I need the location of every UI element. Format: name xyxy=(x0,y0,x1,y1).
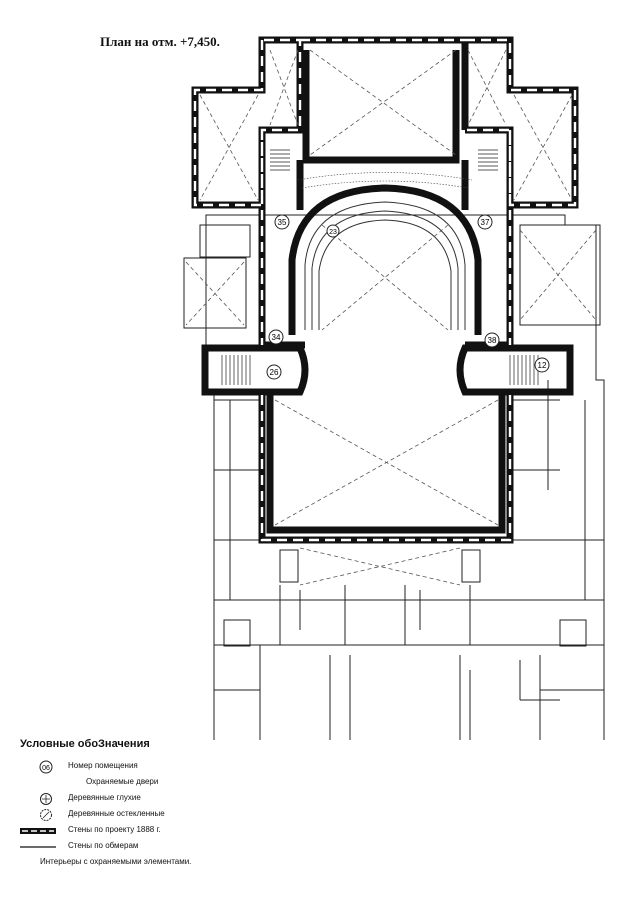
historic-walls-horseshoe xyxy=(288,184,482,335)
annex-walls xyxy=(214,585,604,740)
legend-row-wooden-glazed: Деревянные остекленные xyxy=(20,806,380,822)
legend-row-interiors: Интерьеры с охраняемыми элементами. xyxy=(20,854,380,870)
legend-label: Деревянные остекленные xyxy=(68,809,165,818)
stair-lower-left xyxy=(223,619,251,647)
stair-right xyxy=(461,549,481,583)
room-number-icon: 06 xyxy=(39,760,53,774)
legend: Условные обоЗначения 06 Номер помещения … xyxy=(20,738,380,870)
historic-walls-upper xyxy=(191,36,579,209)
historic-walls-hall xyxy=(258,395,514,544)
room-marker: 12 xyxy=(534,357,550,373)
side-wings xyxy=(214,380,604,600)
thin-wall-icon xyxy=(20,846,56,848)
west-block xyxy=(183,257,247,329)
legend-title: Условные обоЗначения xyxy=(20,738,150,750)
legend-row-protected-doors: Охраняемые двери xyxy=(20,774,380,790)
room-marker: 38 xyxy=(484,332,500,348)
legend-row-room-number: 06 Номер помещения xyxy=(20,758,380,774)
svg-text:34: 34 xyxy=(272,333,281,342)
door-glazed-icon xyxy=(40,809,52,821)
svg-text:26: 26 xyxy=(270,368,279,377)
door-solid-icon xyxy=(40,793,52,805)
historic-walls-stairs xyxy=(201,344,574,396)
legend-label: Стены по проекту 1888 г. xyxy=(68,825,161,834)
legend-label: Стены по обмерам xyxy=(68,841,139,850)
svg-text:37: 37 xyxy=(481,218,490,227)
svg-text:12: 12 xyxy=(538,361,547,370)
legend-label: Интерьеры с охраняемыми элементами. xyxy=(40,857,192,866)
legend-label: Деревянные глухие xyxy=(68,793,141,802)
plan-title: План на отм. +7,450. xyxy=(100,34,220,49)
legend-label: Номер помещения xyxy=(68,761,138,770)
svg-text:38: 38 xyxy=(488,336,497,345)
legend-row-wooden-solid: Деревянные глухие xyxy=(20,790,380,806)
svg-text:06: 06 xyxy=(42,765,50,772)
legend-row-walls-survey: Стены по обмерам xyxy=(20,838,380,854)
west-upper-block xyxy=(199,224,251,258)
legend-label: Охраняемые двери xyxy=(86,777,159,786)
room-marker: 34 xyxy=(268,329,284,345)
svg-text:23: 23 xyxy=(329,229,337,236)
room-marker: 35 xyxy=(274,214,290,230)
legend-row-walls-1888: Стены по проекту 1888 г. xyxy=(20,822,380,838)
room-marker: 23 xyxy=(326,224,340,238)
room-marker: 37 xyxy=(477,214,493,230)
svg-text:35: 35 xyxy=(278,218,287,227)
east-block xyxy=(519,224,601,326)
stair-left xyxy=(279,549,299,583)
room-marker: 26 xyxy=(266,364,282,380)
thick-wall-icon xyxy=(20,828,56,834)
floor-plan: 35 37 34 38 26 12 23 xyxy=(183,36,605,740)
stair-lower-right xyxy=(559,619,587,647)
